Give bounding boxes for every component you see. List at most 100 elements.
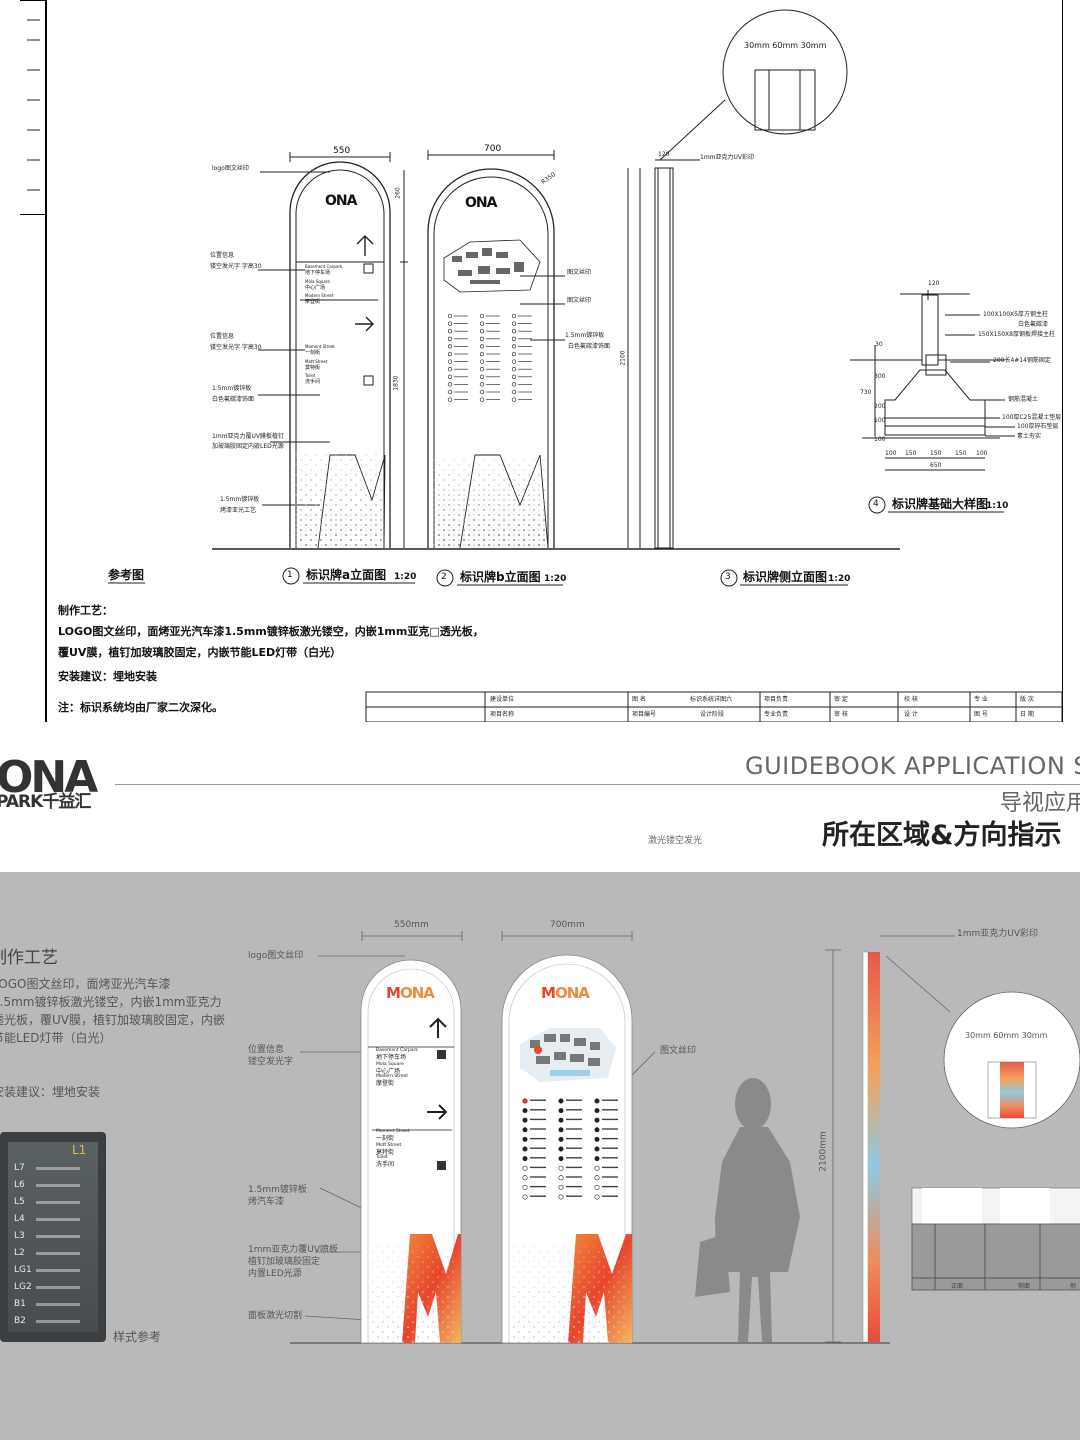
halftone-dot xyxy=(443,479,445,481)
photo-floor-label: LG1 xyxy=(14,1265,32,1275)
halftone-dot xyxy=(417,1266,419,1268)
store-list-marker xyxy=(558,1117,564,1123)
store-list-marker xyxy=(522,1184,528,1190)
halftone-dot xyxy=(320,499,322,501)
halftone-dot xyxy=(508,464,510,466)
caption-1-num: 1 xyxy=(287,570,293,580)
halftone-dot xyxy=(380,489,382,491)
halftone-dot xyxy=(340,529,342,531)
halftone-dot xyxy=(367,1296,369,1298)
halftone-dot xyxy=(300,544,302,546)
store-list-text-line xyxy=(530,1128,546,1130)
halftone-dot xyxy=(360,489,362,491)
halftone-dot xyxy=(578,1271,580,1273)
sign-render-section: 制作工艺 LOGO图文丝印，面烤亚光汽车漆 1.5mm镀锌板激光镂空，内嵌1mm… xyxy=(0,872,1080,1440)
halftone-dot xyxy=(548,1301,550,1303)
halftone-dot xyxy=(350,524,352,526)
halftone-dot xyxy=(502,528,506,532)
halftone-dot xyxy=(360,544,362,546)
halftone-dot xyxy=(528,499,530,501)
halftone-dot xyxy=(412,1331,414,1333)
halftone-dot xyxy=(558,1291,560,1293)
halftone-dot xyxy=(432,1311,434,1313)
halftone-dot xyxy=(422,1311,424,1313)
halftone-dot xyxy=(478,539,480,541)
halftone-dot xyxy=(533,494,535,496)
halftone-dot xyxy=(382,1251,384,1253)
halftone-dot xyxy=(407,1276,409,1278)
halftone-dot xyxy=(330,514,332,516)
halftone-dot xyxy=(498,529,500,531)
halftone-dot xyxy=(502,538,506,542)
label-loc2: 位置信息 xyxy=(210,333,235,340)
photo-floor-bar xyxy=(36,1201,80,1204)
halftone-dot xyxy=(517,533,521,537)
halftone-dot xyxy=(492,538,496,542)
store-list-text-line xyxy=(530,1099,546,1101)
halftone-dot xyxy=(372,1291,374,1293)
halftone-dot xyxy=(508,1251,510,1253)
halftone-dot xyxy=(360,524,362,526)
label-plate3: 1.5mm镀锌板 xyxy=(565,332,605,339)
halftone-dot xyxy=(513,1326,515,1328)
halftone-dot xyxy=(508,504,510,506)
halftone-dot xyxy=(588,1341,590,1343)
halftone-dot xyxy=(315,504,317,506)
halftone-dot xyxy=(508,1321,510,1323)
store-list-marker xyxy=(511,336,517,341)
halftone-dot xyxy=(523,1316,525,1318)
halftone-dot xyxy=(488,509,490,511)
dim-top-height: 260 xyxy=(394,187,402,199)
sign-b-map xyxy=(452,248,524,284)
halftone-dot xyxy=(382,1281,384,1283)
halftone-dot xyxy=(618,1311,620,1313)
halftone-dot xyxy=(407,1316,409,1318)
halftone-dot xyxy=(375,519,377,521)
halftone-dot xyxy=(320,509,322,511)
halftone-dot xyxy=(568,1331,570,1333)
halftone-dot xyxy=(523,1326,525,1328)
halftone-dot xyxy=(397,1266,399,1268)
halftone-dot xyxy=(513,524,515,526)
halftone-dot xyxy=(508,1281,510,1283)
halftone-dot xyxy=(593,1266,595,1268)
halftone-dot xyxy=(295,524,297,526)
halftone-dot xyxy=(320,469,322,471)
halftone-dot xyxy=(360,529,362,531)
halftone-dot xyxy=(538,1251,540,1253)
halftone-dot xyxy=(473,499,475,501)
store-list-marker xyxy=(479,382,485,387)
halftone-dot xyxy=(613,1256,615,1258)
halftone-dot xyxy=(447,1326,449,1328)
halftone-dot xyxy=(448,539,450,541)
halftone-dot xyxy=(442,528,446,532)
store-list-marker xyxy=(522,1194,528,1200)
halftone-dot xyxy=(377,1336,379,1338)
halftone-dot xyxy=(478,464,480,466)
halftone-dot xyxy=(473,479,475,481)
store-list-text-line xyxy=(602,1185,618,1188)
store-list-text-line xyxy=(530,1147,546,1149)
halftone-dot xyxy=(437,1336,439,1338)
halftone-dot xyxy=(355,534,357,536)
halftone-dot xyxy=(623,1316,625,1318)
halftone-dot xyxy=(375,504,377,506)
label-logo: logo图文丝印 xyxy=(212,165,249,172)
halftone-dot xyxy=(588,1271,590,1273)
halftone-dot xyxy=(548,1311,550,1313)
halftone-dot xyxy=(377,1316,379,1318)
halftone-dot xyxy=(448,524,450,526)
halftone-dot xyxy=(438,519,440,521)
halftone-dot xyxy=(360,459,362,461)
halftone-dot xyxy=(593,1306,595,1308)
halftone-dot xyxy=(598,1301,600,1303)
halftone-dot xyxy=(370,524,372,526)
notes-title: 制作工艺： xyxy=(58,604,113,617)
halftone-dot xyxy=(533,479,535,481)
halftone-dot xyxy=(568,1311,570,1313)
store-list-text-line xyxy=(530,1109,546,1111)
halftone-dot xyxy=(608,1301,610,1303)
halftone-dot xyxy=(523,1306,525,1308)
halftone-dot xyxy=(513,1306,515,1308)
